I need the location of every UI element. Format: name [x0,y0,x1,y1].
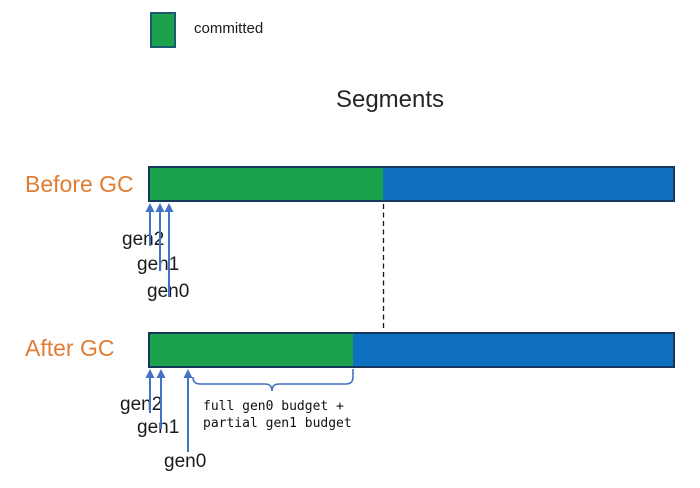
committed-legend-swatch [150,12,176,48]
after-gc-label: After GC [25,335,115,361]
diagram-title: Segments [335,86,445,113]
after-gen0-arrow [183,369,193,452]
before-gen0-label: gen0 [147,281,190,302]
before-gc-label: Before GC [25,171,134,197]
budget-brace [192,369,354,392]
budget-annotation-line2: partial gen1 budget [203,416,352,431]
after-gen2-label: gen2 [120,394,163,415]
before-gen1-label: gen1 [137,254,180,275]
budget-annotation-line1: full gen0 budget + [203,399,344,414]
before-gc-committed-region [150,168,383,200]
before-gc-segment-bar [148,166,675,202]
committed-legend-label: committed [194,20,264,37]
after-gc-segment-bar [148,332,675,368]
after-gc-committed-region [150,334,353,366]
after-gen0-label: gen0 [164,451,207,472]
before-gen2-label: gen2 [122,229,165,250]
after-gen1-label: gen1 [137,417,180,438]
